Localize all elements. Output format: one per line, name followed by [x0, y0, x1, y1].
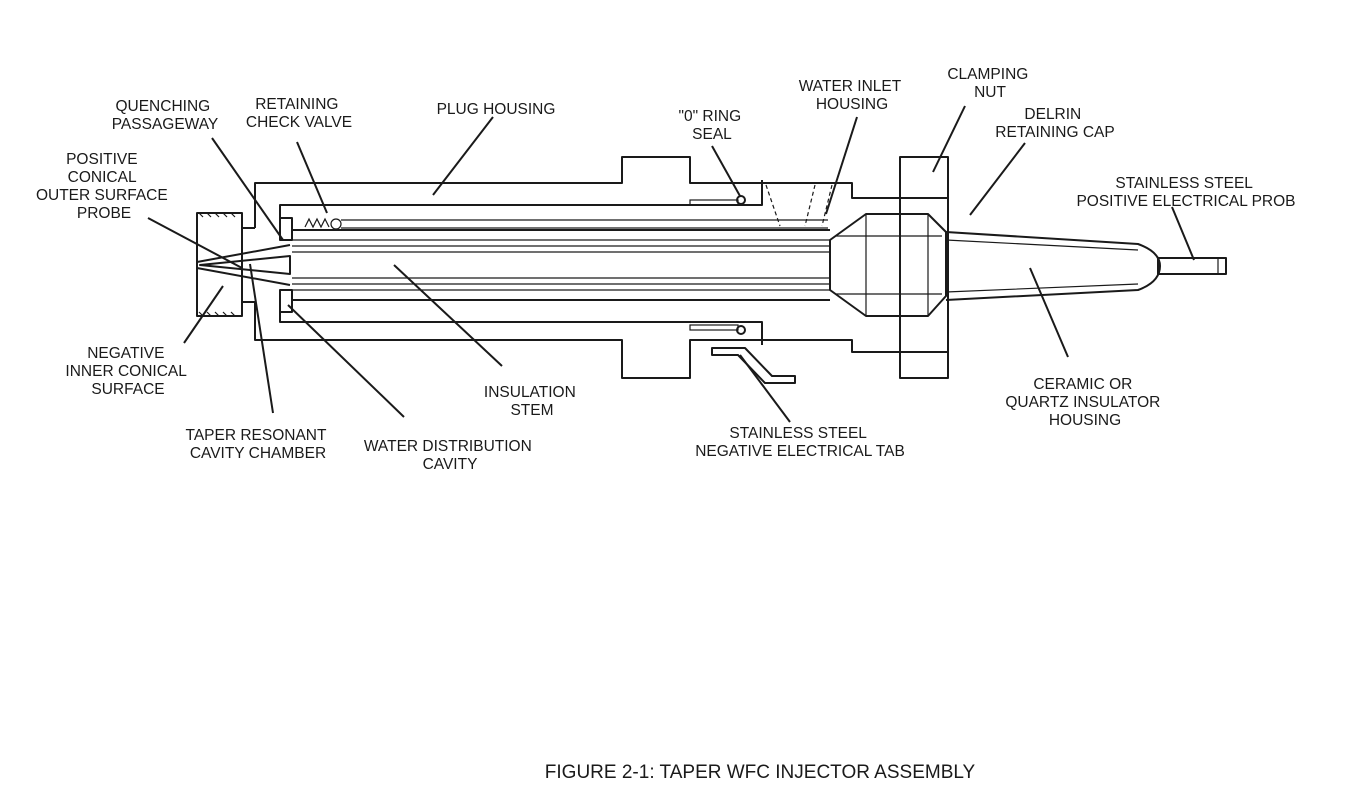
label-water-distribution-cavity: WATER DISTRIBUTION CAVITY	[364, 438, 536, 473]
labels: QUENCHING PASSAGEWAY RETAINING CHECK VAL…	[36, 66, 1296, 473]
o-ring-bottom	[736, 325, 746, 335]
label-delrin-retaining-cap: DELRIN RETAINING CAP	[995, 106, 1114, 141]
label-water-inlet-housing: WATER INLET HOUSING	[799, 78, 906, 113]
leader-insulation-stem	[393, 264, 503, 367]
ceramic-insulator-housing	[945, 231, 1161, 301]
leader-quenching-passageway	[211, 137, 284, 241]
negative-electrical-tab	[711, 347, 796, 384]
leader-water-distribution-cavity	[287, 304, 405, 418]
insulation-stem	[292, 239, 830, 291]
leader-lines	[147, 105, 1195, 423]
label-clamping-nut: CLAMPING NUT	[947, 66, 1032, 101]
label-plug-housing: PLUG HOUSING	[437, 101, 556, 118]
leader-plug-housing	[432, 116, 494, 196]
o-ring-top	[736, 195, 746, 205]
inner-passage-top	[279, 180, 830, 231]
label-taper-resonant-cavity: TAPER RESONANT CAVITY CHAMBER	[186, 427, 331, 462]
leader-taper-resonant-cavity	[249, 263, 274, 414]
label-negative-inner-conical: NEGATIVE INNER CONICAL SURFACE	[65, 345, 190, 398]
leader-negative-inner-conical	[183, 285, 224, 344]
bulb-facets	[836, 214, 942, 316]
label-quenching-passageway: QUENCHING PASSAGEWAY	[112, 98, 219, 133]
plug-housing-outline-top	[254, 156, 949, 228]
leader-clamping-nut	[932, 105, 966, 173]
label-insulation-stem: INSULATION STEM	[484, 384, 580, 419]
label-ceramic-quartz-housing: CERAMIC OR QUARTZ INSULATOR HOUSING	[1005, 376, 1164, 429]
label-positive-conical-probe: POSITIVE CONICAL OUTER SURFACE PROBE	[36, 151, 172, 222]
leader-retaining-check-valve	[296, 141, 328, 214]
plug-housing-outline-bottom	[254, 302, 949, 379]
label-stainless-negative-tab: STAINLESS STEEL NEGATIVE ELECTRICAL TAB	[695, 425, 905, 460]
check-valve-spring	[304, 217, 330, 229]
water-inlet-housing-lines	[765, 184, 833, 227]
ceramic-insulator-lines	[945, 239, 1139, 293]
leader-water-inlet-housing	[825, 116, 858, 215]
label-retaining-check-valve: RETAINING CHECK VALVE	[246, 96, 352, 131]
delrin-retaining-cap	[899, 197, 949, 353]
leader-negative-tab	[739, 354, 791, 423]
figure-caption: FIGURE 2-1: TAPER WFC INJECTOR ASSEMBLY	[545, 762, 976, 783]
check-valve-rod	[341, 219, 828, 229]
nose-thread-bottom	[198, 311, 236, 317]
label-o-ring-seal: "0" RING SEAL	[679, 108, 746, 143]
positive-electrical-probe	[1157, 257, 1227, 275]
leader-ceramic-housing	[1029, 267, 1069, 358]
negative-inner-conical-surface	[196, 244, 291, 286]
leader-delrin-cap	[969, 142, 1026, 216]
leader-positive-probe	[1171, 206, 1195, 261]
threaded-nose-piece	[196, 212, 243, 317]
o-ring-seal-bottom	[689, 324, 739, 331]
water-distribution-cavity-bottom	[279, 289, 293, 313]
positive-conical-probe	[199, 255, 291, 275]
label-stainless-positive-probe: STAINLESS STEEL POSITIVE ELECTRICAL PROB	[1076, 175, 1295, 210]
check-valve-ball	[330, 218, 342, 230]
leader-positive-conical-probe	[147, 217, 243, 269]
nose-thread-top	[198, 212, 236, 218]
inner-passage-bottom	[279, 299, 830, 345]
leader-o-ring-seal	[711, 145, 741, 197]
bulb-body	[829, 213, 947, 317]
injector-assembly	[196, 156, 1227, 384]
